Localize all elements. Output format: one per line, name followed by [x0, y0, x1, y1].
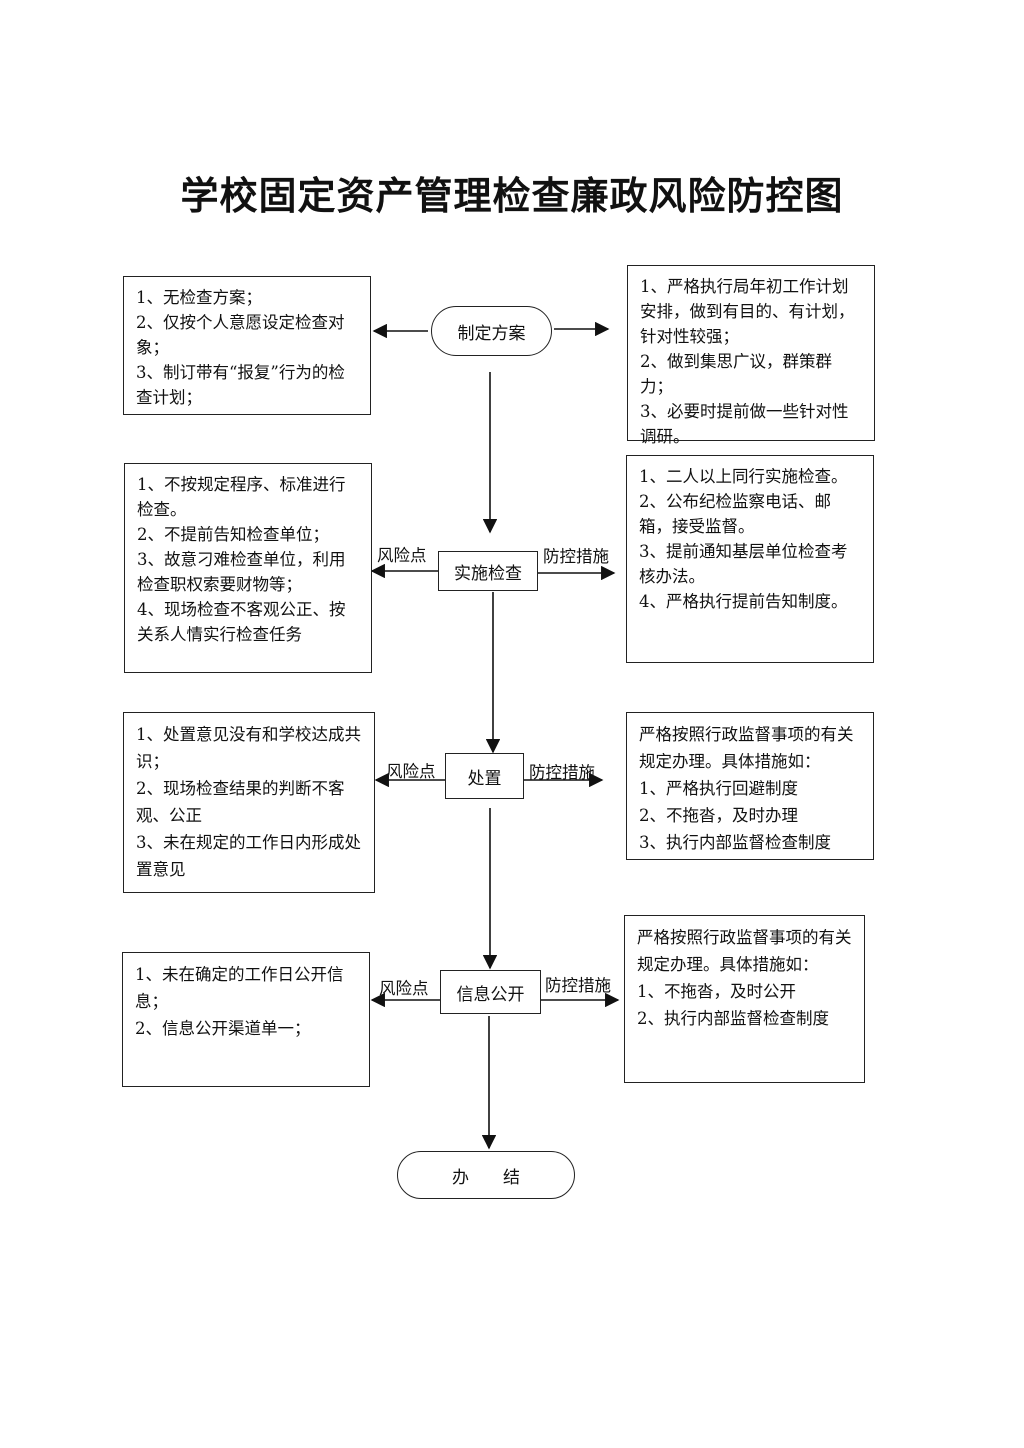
- risk-item: 2、仅按个人意愿设定检查对象；: [136, 313, 345, 357]
- risk-tag-disclosure: 风险点: [379, 979, 429, 998]
- step-make-plan: 制定方案: [431, 306, 552, 356]
- risk-item: 1、不按规定程序、标准进行检查。: [137, 475, 346, 519]
- control-box-inspection: 1、二人以上同行实施检查。 2、公布纪检监察电话、邮箱，接受监督。 3、提前通知…: [626, 455, 874, 663]
- step-disposal: 处置: [445, 753, 524, 799]
- risk-item: 2、不提前告知检查单位；: [137, 525, 329, 544]
- risk-tag-disposal: 风险点: [386, 762, 436, 781]
- control-item: 2、不拖沓，及时办理: [639, 806, 798, 825]
- step-make-plan-label: 制定方案: [457, 323, 526, 344]
- risk-item: 2、信息公开渠道单一；: [135, 1019, 311, 1038]
- control-item: 1、不拖沓，及时公开: [637, 982, 796, 1001]
- risk-tag-inspection: 风险点: [377, 546, 427, 565]
- risk-box-disclosure: 1、未在确定的工作日公开信息； 2、信息公开渠道单一；: [122, 952, 370, 1087]
- control-tag-inspection: 防控措施: [543, 547, 609, 566]
- risk-box-inspection: 1、不按规定程序、标准进行检查。 2、不提前告知检查单位； 3、故意刁难检查单位…: [124, 463, 372, 673]
- control-item: 3、提前通知基层单位检查考核办法。: [639, 542, 848, 586]
- control-box-disposal: 严格按照行政监督事项的有关规定办理。具体措施如： 1、严格执行回避制度 2、不拖…: [626, 712, 874, 860]
- step-disposal-label: 处置: [467, 768, 502, 789]
- control-tag-disclosure: 防控措施: [545, 976, 611, 995]
- control-item: 1、严格执行局年初工作计划安排，做到有目的、有计划，针对性较强；: [640, 277, 855, 346]
- step-inspection: 实施检查: [438, 551, 538, 591]
- risk-box-make-plan: 1、无检查方案； 2、仅按个人意愿设定检查对象； 3、制订带有“报复”行为的检查…: [123, 276, 371, 415]
- control-item: 1、严格执行回避制度: [639, 779, 798, 798]
- page-title: 学校固定资产管理检查廉政风险防控图: [180, 174, 844, 218]
- control-item: 严格按照行政监督事项的有关规定办理。具体措施如：: [637, 928, 852, 974]
- control-item: 3、必要时提前做一些针对性调研。: [640, 402, 849, 446]
- step-end: 办 结: [397, 1151, 575, 1199]
- risk-item: 3、制订带有“报复”行为的检查计划；: [136, 363, 345, 407]
- control-box-disclosure: 严格按照行政监督事项的有关规定办理。具体措施如： 1、不拖沓，及时公开 2、执行…: [624, 915, 865, 1083]
- risk-item: 4、现场检查不客观公正、按关系人情实行检查任务: [137, 600, 346, 644]
- step-disclosure: 信息公开: [440, 970, 541, 1014]
- risk-box-disposal: 1、处置意见没有和学校达成共识； 2、现场检查结果的判断不客观、公正 3、未在规…: [123, 712, 375, 893]
- control-item: 1、二人以上同行实施检查。: [639, 467, 848, 486]
- control-item: 严格按照行政监督事项的有关规定办理。具体措施如：: [639, 725, 854, 771]
- step-inspection-label: 实施检查: [454, 563, 522, 584]
- risk-item: 2、现场检查结果的判断不客观、公正: [136, 779, 345, 825]
- control-item: 2、做到集思广议，群策群力；: [640, 352, 832, 396]
- step-disclosure-label: 信息公开: [456, 984, 525, 1005]
- risk-item: 3、故意刁难检查单位，利用检查职权索要财物等；: [137, 550, 346, 594]
- risk-item: 1、处置意见没有和学校达成共识；: [136, 725, 361, 771]
- risk-item: 1、未在确定的工作日公开信息；: [135, 965, 344, 1011]
- step-end-label: 办 结: [452, 1167, 520, 1188]
- control-item: 2、公布纪检监察电话、邮箱，接受监督。: [639, 492, 831, 536]
- control-box-make-plan: 1、严格执行局年初工作计划安排，做到有目的、有计划，针对性较强； 2、做到集思广…: [627, 265, 875, 446]
- risk-item: 3、未在规定的工作日内形成处置意见: [136, 833, 361, 879]
- control-item: 4、严格执行提前告知制度。: [639, 592, 848, 611]
- control-item: 3、执行内部监督检查制度: [639, 833, 831, 852]
- control-item: 2、执行内部监督检查制度: [637, 1009, 829, 1028]
- control-tag-disposal: 防控措施: [529, 763, 595, 782]
- risk-item: 1、无检查方案；: [136, 288, 262, 307]
